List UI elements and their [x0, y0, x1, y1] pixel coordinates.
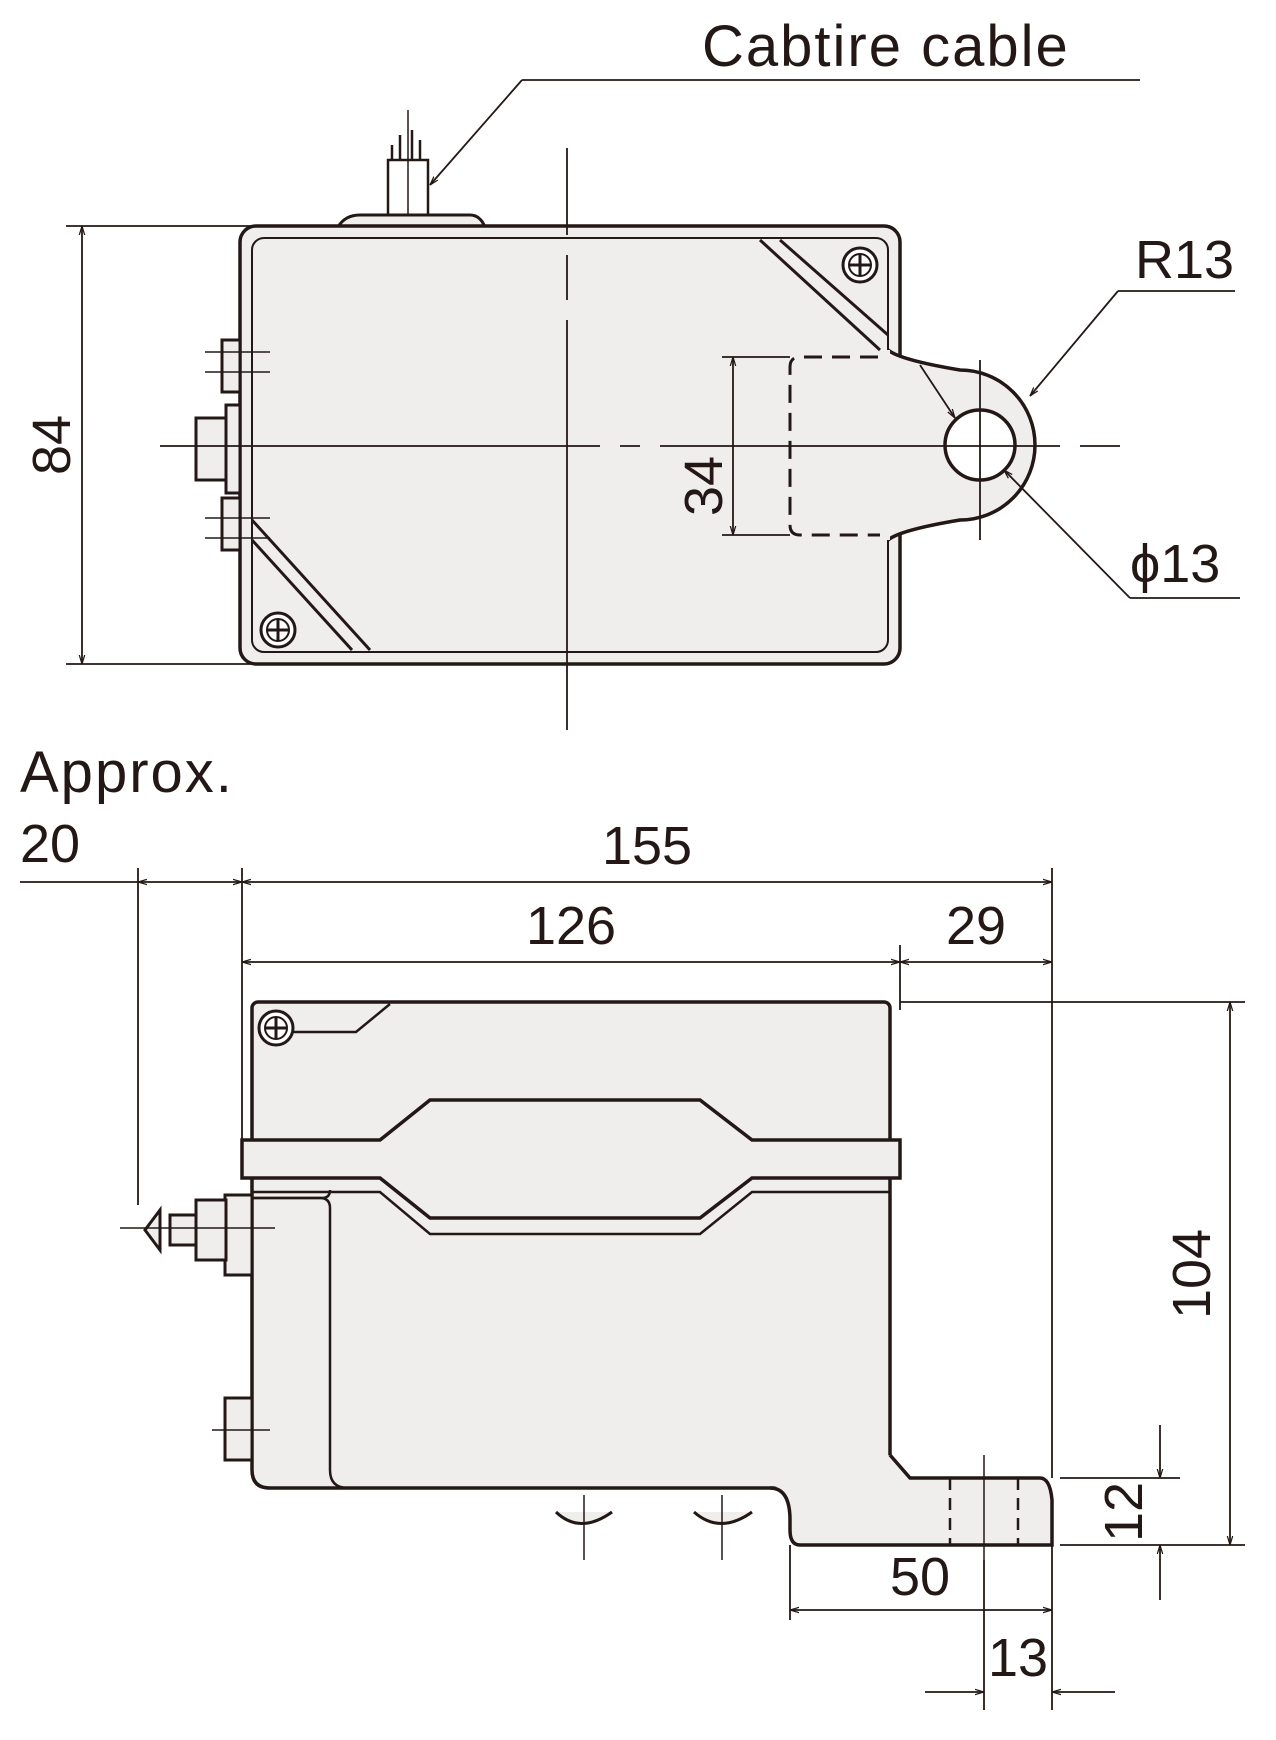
- dim-foot-height: 12: [1094, 1482, 1154, 1542]
- top-view-dimensions: [66, 79, 1240, 665]
- cable-label: Cabtire cable: [702, 14, 1070, 79]
- screw-icon: [257, 1009, 295, 1047]
- cabtire-cable: [386, 110, 430, 265]
- screw-icon: [841, 246, 879, 284]
- dim-body-length: 126: [526, 896, 616, 956]
- dim-overall-height: 104: [1162, 1229, 1222, 1319]
- side-foot: [769, 1453, 1054, 1547]
- hole-diameter-label: ϕ13: [1130, 534, 1220, 594]
- dim-hole-offset: 13: [988, 1628, 1048, 1688]
- cable-gland: [336, 213, 487, 228]
- dim-foot-length: 50: [890, 1547, 950, 1607]
- center-lines: [160, 148, 1120, 730]
- top-view: [160, 110, 1120, 730]
- screw-icon: [259, 611, 297, 649]
- approx-label: Approx.: [20, 740, 234, 805]
- top-body-outer: [238, 224, 902, 666]
- side-body: [250, 1158, 892, 1490]
- side-view: [120, 1000, 1054, 1560]
- dim-bracket-length: 29: [946, 896, 1006, 956]
- dim-overall-length: 155: [602, 816, 692, 876]
- side-actuator-bolt: [143, 1193, 254, 1462]
- dim-approx-20: 20: [20, 814, 80, 874]
- dim-height-top-view: 84: [22, 415, 82, 475]
- radius-label: R13: [1135, 230, 1234, 290]
- side-actuator: [194, 338, 242, 552]
- side-view-dimensions: [20, 868, 1245, 1710]
- dim-bracket-height: 34: [674, 456, 734, 516]
- gasket-band: [240, 1098, 902, 1220]
